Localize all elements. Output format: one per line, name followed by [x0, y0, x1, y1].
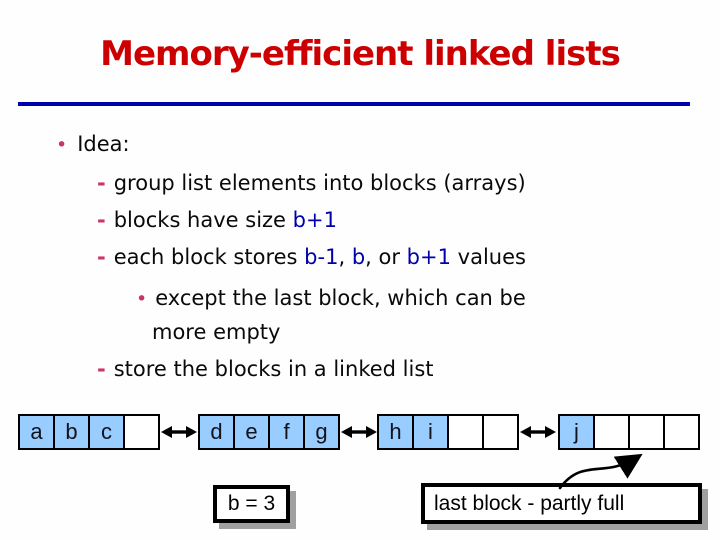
block-cell-empty — [628, 414, 665, 450]
list-block-2: d e f g — [198, 414, 340, 450]
block-cell: i — [412, 414, 449, 450]
last-block-label: last block - partly full — [434, 491, 625, 515]
bullet-idea-label: Idea: — [77, 132, 130, 156]
bullet-idea: • Idea: — [56, 131, 130, 158]
term-b-plus-1: b+1 — [292, 208, 337, 232]
bullet-dot-icon: • — [56, 134, 68, 156]
comma: , — [338, 245, 352, 269]
block-cell: g — [303, 414, 340, 450]
bullet-group-elements: -group list elements into blocks (arrays… — [97, 170, 526, 196]
bullet-dot-icon: • — [136, 288, 148, 310]
list-block-1: a b c — [18, 414, 160, 450]
block-cell: f — [268, 414, 305, 450]
block-cell-empty — [663, 414, 700, 450]
b-value-label: b = 3 — [227, 492, 276, 515]
subbullet-except: • except the last block, which can be — [136, 285, 526, 312]
comma-or: , or — [365, 245, 407, 269]
block-cell: d — [198, 414, 235, 450]
dash-bullet-icon: - — [97, 245, 106, 269]
term-b: b — [351, 245, 366, 269]
bullet-store-blocks: -store the blocks in a linked list — [97, 356, 434, 382]
block-cell-empty — [123, 414, 160, 450]
block-cell: c — [88, 414, 125, 450]
bullet-block-stores: -each block stores b-1, b, or b+1 values — [97, 244, 526, 270]
block-cell: j — [558, 414, 595, 450]
block-cell-empty — [482, 414, 519, 450]
dash-bullet-icon: - — [97, 208, 106, 232]
block-cell: a — [18, 414, 55, 450]
block-cell: e — [233, 414, 270, 450]
double-arrow-icon — [341, 426, 377, 438]
b-value-callout: b = 3 — [213, 485, 290, 523]
term-b-minus-1: b-1 — [304, 245, 339, 269]
dash-bullet-icon: - — [97, 171, 106, 195]
page-title: Memory-efficient linked lists — [100, 34, 621, 74]
subbullet-except-cont: more empty — [152, 319, 280, 345]
bullet-block-size: -blocks have size b+1 — [97, 207, 337, 233]
subbullet-except-label: except the last block, which can be — [155, 286, 526, 310]
double-arrow-icon — [520, 426, 556, 438]
bullet-block-stores-pre: each block stores — [113, 245, 305, 269]
block-cell-empty — [447, 414, 484, 450]
title-underline — [18, 102, 690, 106]
block-cell: h — [377, 414, 414, 450]
bullet-block-size-text: blocks have size — [113, 208, 293, 232]
bullet-block-stores-post: values — [450, 245, 526, 269]
term-b-plus-1: b+1 — [406, 245, 451, 269]
bullet-group-elements-label: group list elements into blocks (arrays) — [113, 171, 526, 195]
subbullet-except-cont-label: more empty — [152, 320, 281, 344]
dash-bullet-icon: - — [97, 357, 106, 381]
double-arrow-icon — [161, 426, 197, 438]
block-cell-empty — [593, 414, 630, 450]
list-block-3: h i — [377, 414, 519, 450]
block-cell: b — [53, 414, 90, 450]
curved-pointer-arrow-icon — [558, 453, 643, 490]
list-block-4-last: j — [558, 414, 700, 450]
bullet-store-blocks-label: store the blocks in a linked list — [113, 357, 434, 381]
